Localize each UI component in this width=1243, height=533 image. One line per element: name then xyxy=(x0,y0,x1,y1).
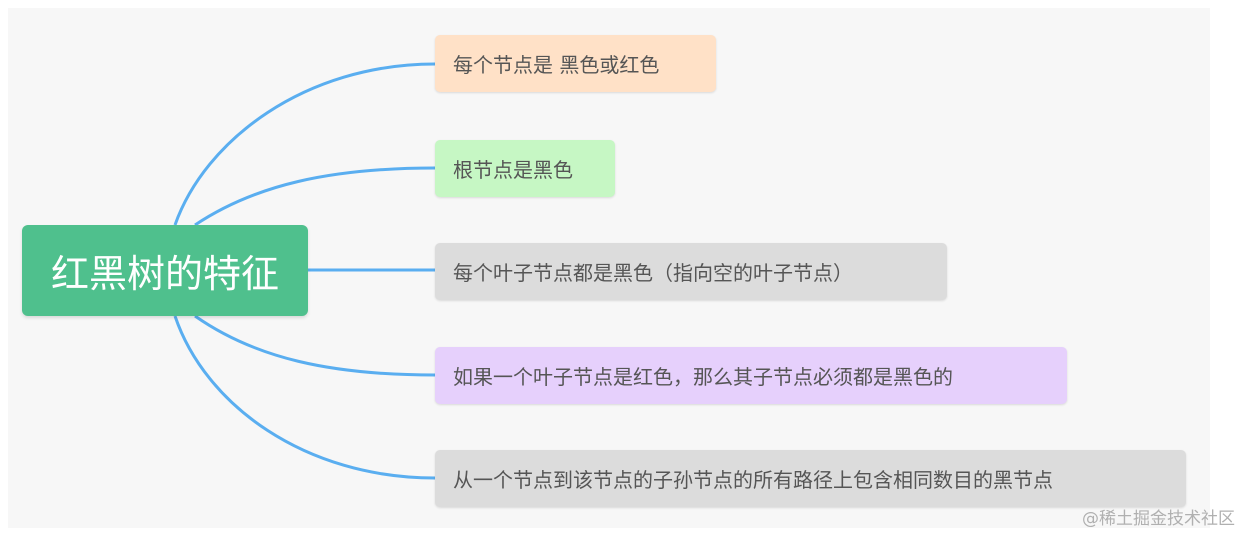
branch-topic-leaf-black[interactable]: 每个叶子节点都是黑色（指向空的叶子节点） xyxy=(435,243,947,300)
connector-branch-4 xyxy=(194,314,436,377)
branch-topic-root-black[interactable]: 根节点是黑色 xyxy=(435,140,615,197)
connector-branch-1 xyxy=(173,62,436,226)
branch-topic-color-rule[interactable]: 每个节点是 黑色或红色 xyxy=(435,35,716,92)
root-topic[interactable]: 红黑树的特征 xyxy=(22,225,308,316)
branch-topic-red-children[interactable]: 如果一个叶子节点是红色，那么其子节点必须都是黑色的 xyxy=(435,347,1067,404)
connector-branch-5 xyxy=(173,315,436,480)
watermark-text: @稀土掘金技术社区 xyxy=(1082,509,1235,529)
branch-topic-black-height[interactable]: 从一个节点到该节点的子孙节点的所有路径上包含相同数目的黑节点 xyxy=(435,450,1186,507)
connector-branch-2 xyxy=(194,166,436,227)
